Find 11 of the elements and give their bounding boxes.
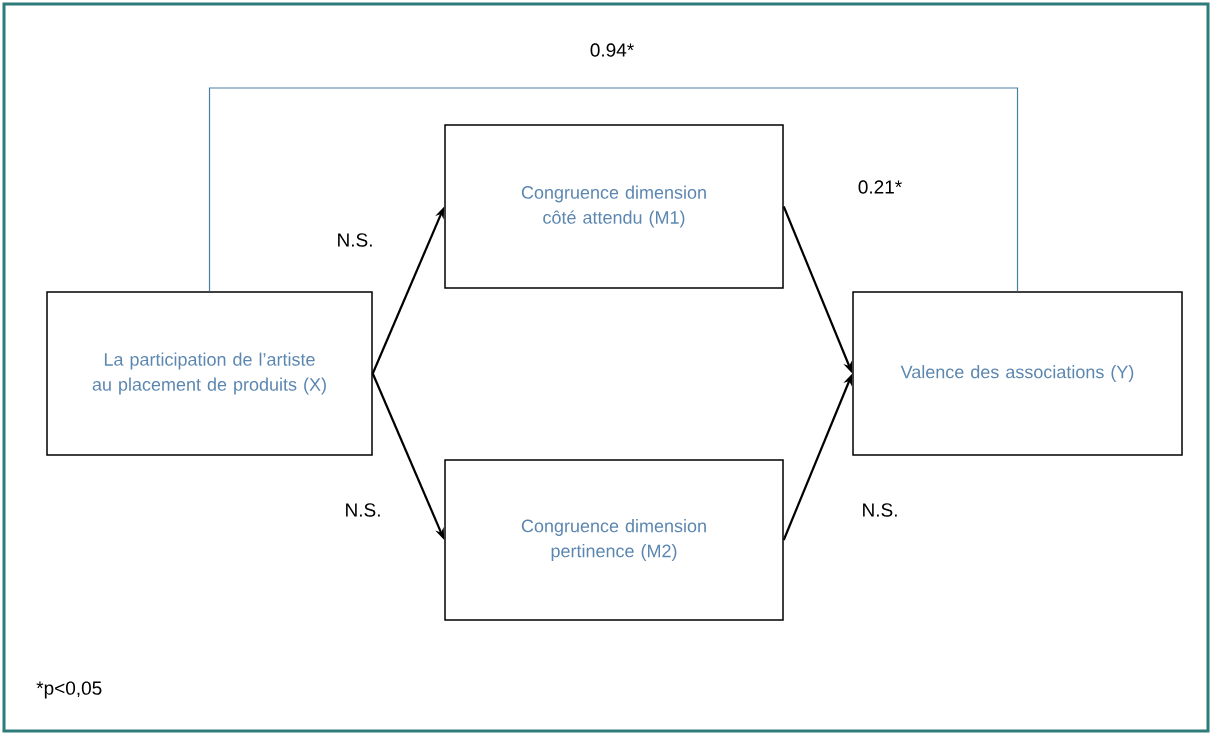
footnote: *p<0,05 <box>36 681 102 699</box>
variable-box: Valence des associations (Y) <box>852 291 1183 456</box>
connector-line <box>208 87 1019 292</box>
coefficient-label: 0.21* <box>855 178 905 196</box>
variable-box: La participation de l’artiste au placement de produits (X) <box>46 291 373 456</box>
coefficient-label: N.S. <box>859 501 901 519</box>
variable-box: Congruence dimension pertinence (M2) <box>444 459 784 621</box>
coefficient-label: 0.94* <box>587 41 637 59</box>
variable-box: Congruence dimension côté attendu (M1) <box>444 124 784 289</box>
coefficient-label: N.S. <box>334 231 376 249</box>
coefficient-label: N.S. <box>342 501 384 519</box>
